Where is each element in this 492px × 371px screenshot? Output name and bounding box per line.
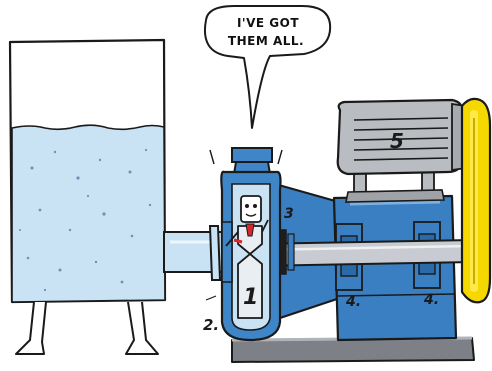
label-bearing-left: 4.: [345, 294, 361, 310]
speech-line-2: THEM ALL.: [228, 34, 304, 48]
label-impeller: 1: [243, 285, 258, 310]
tank-water: [12, 125, 165, 302]
coupling: [462, 99, 490, 302]
label-bearing-right: 4.: [423, 292, 439, 308]
tank-leg-left: [16, 302, 46, 354]
water-tank: [10, 40, 165, 354]
label-seal: 3: [284, 206, 294, 222]
suction-pipe: [164, 226, 222, 280]
label-motor: 5: [390, 129, 404, 153]
speech-line-1: I'VE GOT: [237, 16, 299, 30]
label-casing: 2.: [203, 316, 219, 334]
tank-leg-right: [126, 302, 158, 354]
base-plate: [232, 338, 474, 362]
